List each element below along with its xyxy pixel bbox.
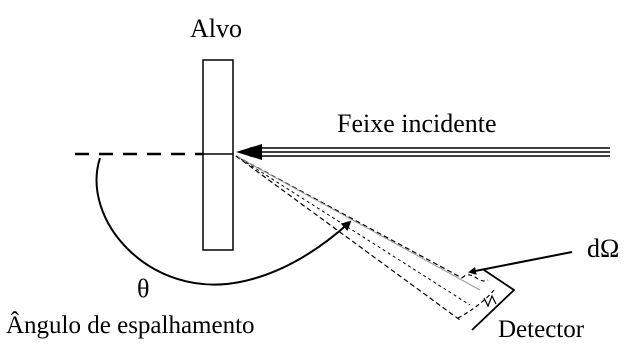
scattered-cone [235, 155, 497, 321]
beam-arrowhead [236, 144, 262, 160]
theta-label: θ [137, 274, 149, 303]
detector-label: Detector [498, 316, 585, 342]
scattering-angle-arc [95, 157, 352, 286]
solid-angle-label: dΩ [587, 234, 619, 263]
target-slab [202, 59, 234, 251]
incident-beam [236, 144, 610, 160]
scattering-angle-label: Ângulo de espalhamento [6, 311, 255, 339]
detector-body [471, 269, 516, 331]
target-label: Alvo [190, 14, 242, 43]
solid-angle-pointer [468, 251, 573, 275]
beam-label: Feixe incidente [337, 109, 497, 138]
